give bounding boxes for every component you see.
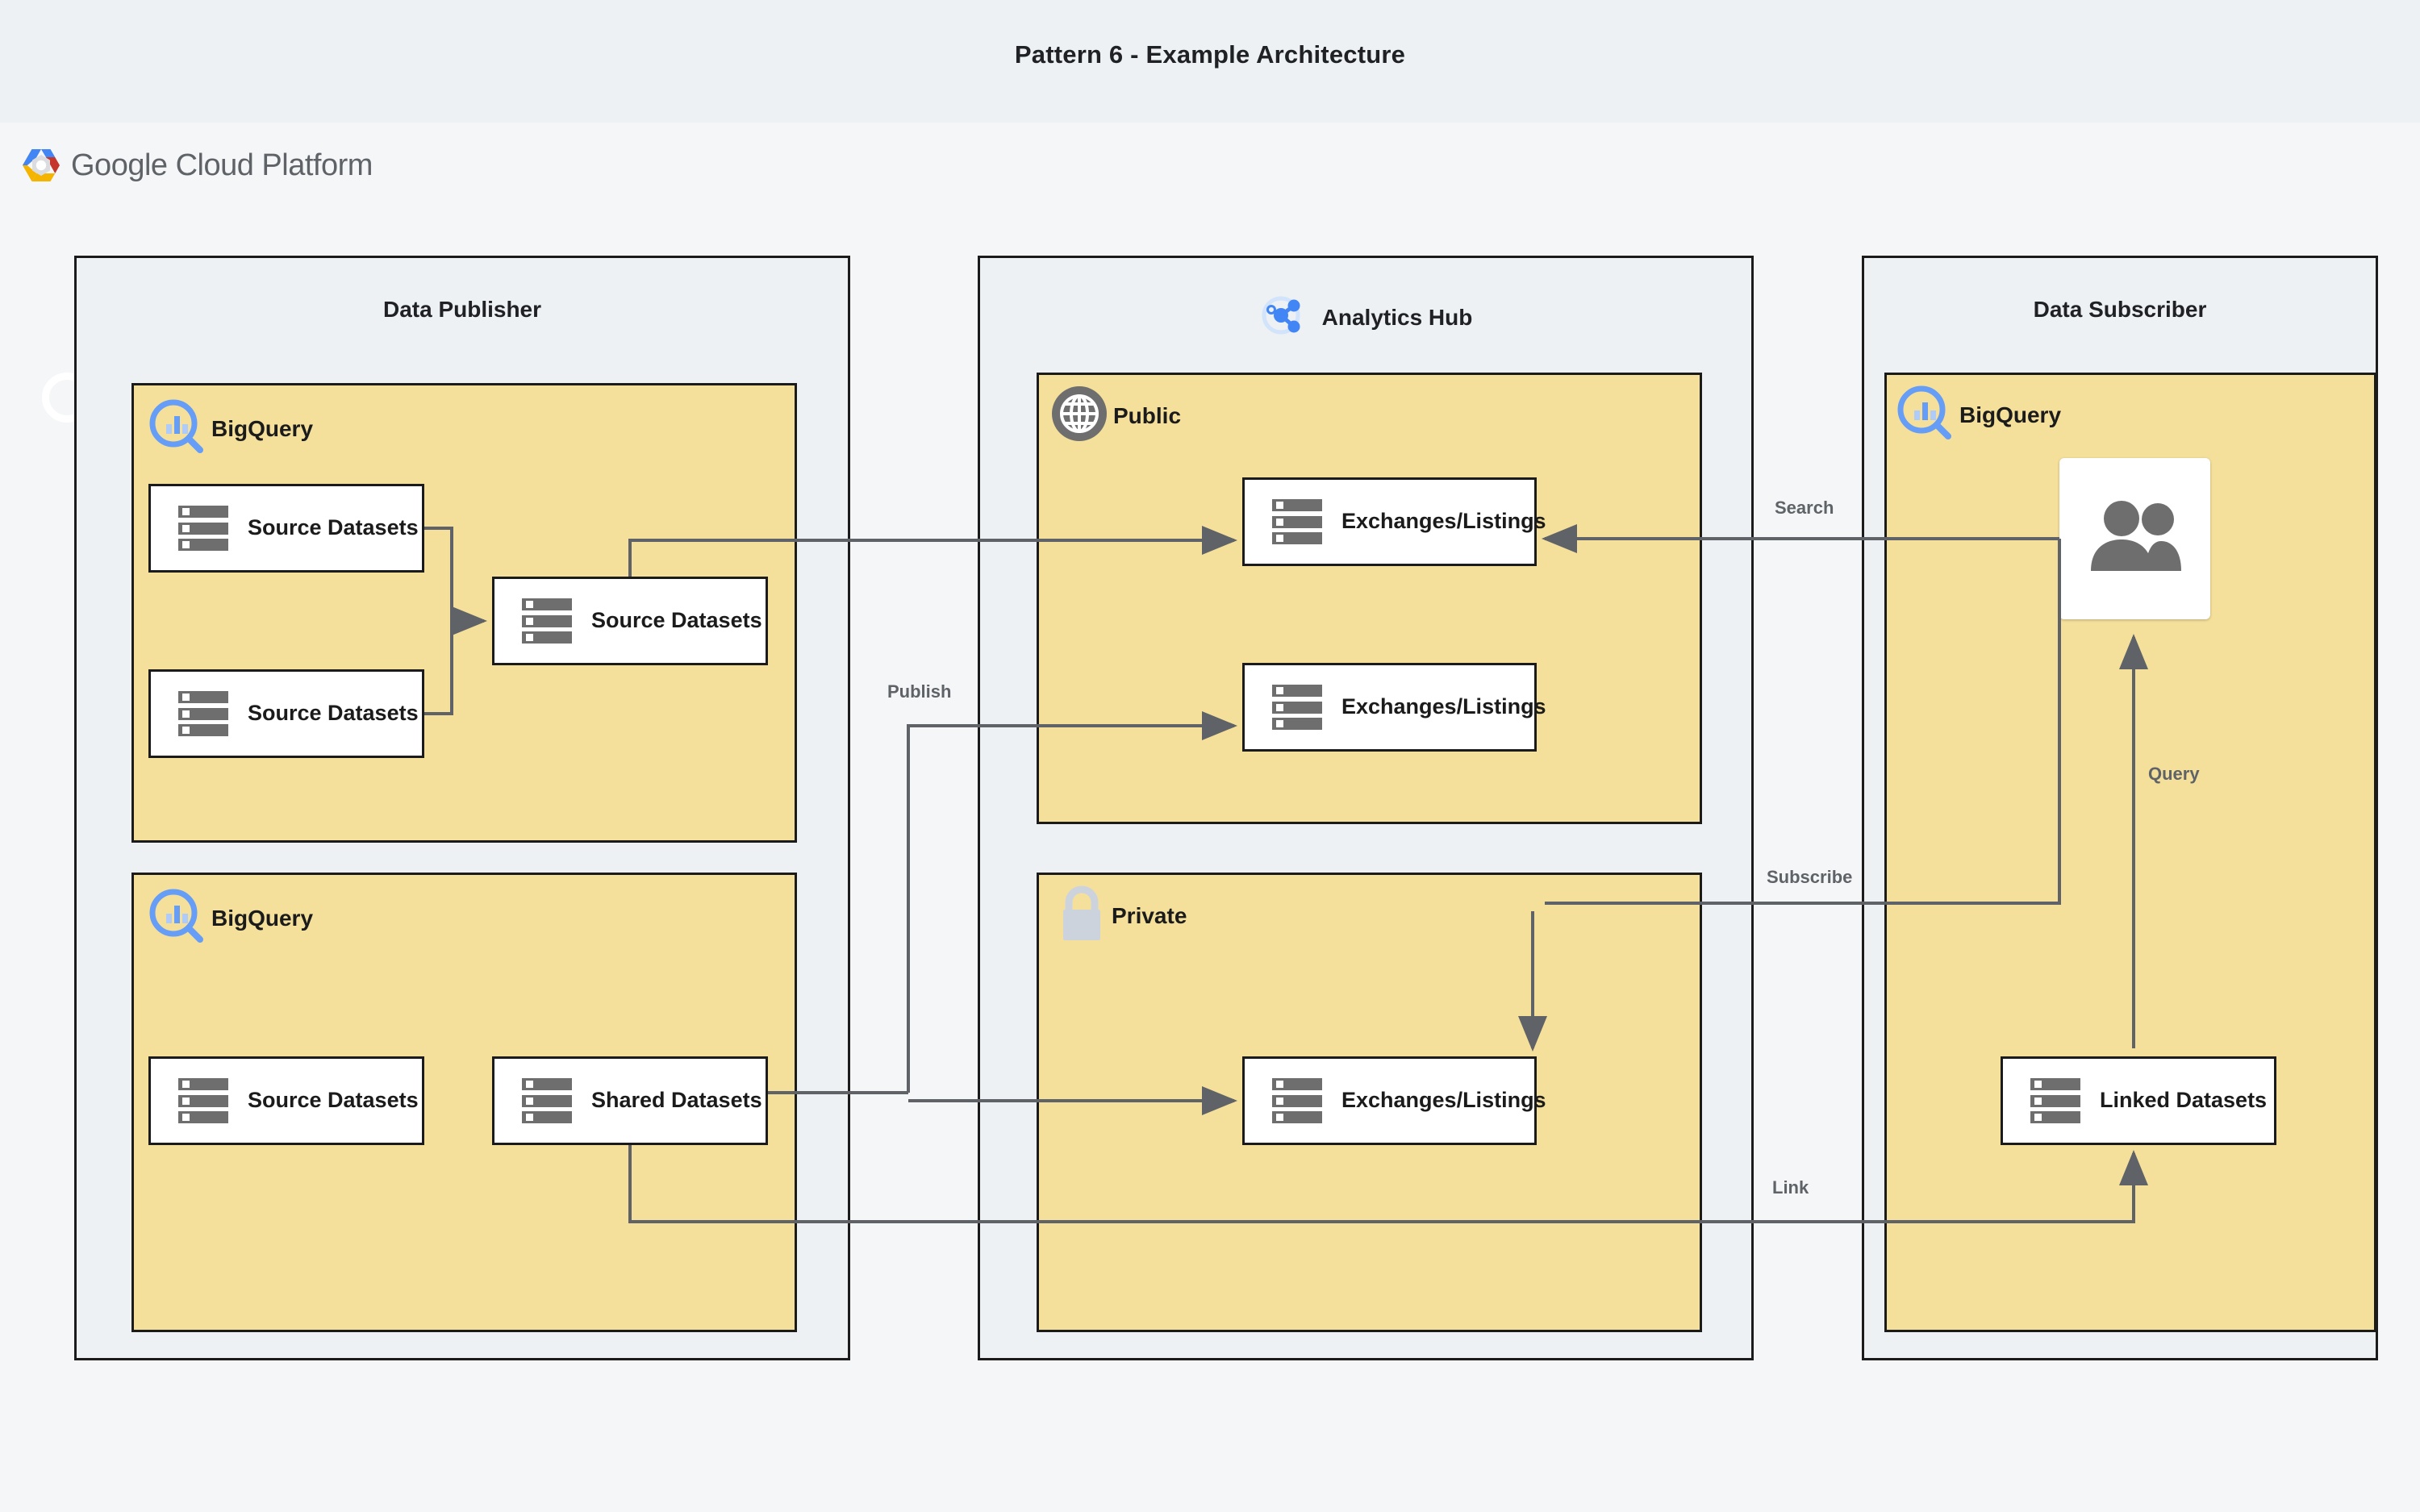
node-subscriber-users[interactable] [2059, 458, 2210, 619]
page-title: Pattern 6 - Example Architecture [1014, 40, 1406, 69]
node-exchanges-listings-private-1[interactable]: Exchanges/Listings [1242, 1056, 1546, 1145]
edge-label-search: Search [1775, 498, 1834, 518]
node-source-datasets-3[interactable]: Source Datasets [148, 1056, 424, 1145]
node-label: Source Datasets [591, 608, 762, 633]
node-label: Source Datasets [248, 515, 419, 540]
node-linked-datasets[interactable]: Linked Datasets [2001, 1056, 2276, 1145]
node-shared-datasets[interactable]: Shared Datasets [492, 1056, 768, 1145]
globe-icon [1050, 385, 1108, 447]
node-source-datasets-1[interactable]: Source Datasets [148, 484, 424, 573]
group-header: Private [1057, 885, 1187, 947]
gcp-hexagon-logo-icon [23, 147, 60, 184]
group-header: BigQuery [1895, 383, 2061, 447]
node-label: Shared Datasets [591, 1088, 762, 1113]
edge-label-subscribe: Subscribe [1767, 867, 1853, 887]
node-source-datasets-2[interactable]: Source Datasets [148, 669, 424, 758]
node-label: Source Datasets [248, 701, 419, 726]
datasets-icon [178, 506, 228, 551]
group-header: BigQuery [147, 397, 313, 460]
datasets-icon [522, 598, 572, 644]
node-label: Exchanges/Listings [1341, 694, 1546, 719]
node-label: Linked Datasets [2100, 1088, 2268, 1113]
node-label: Exchanges/Listings [1341, 509, 1546, 534]
lane-title-analytics-hub: Analytics Hub [980, 290, 1751, 344]
users-icon [2083, 497, 2188, 581]
datasets-icon [178, 1078, 228, 1123]
node-source-datasets-mid[interactable]: Source Datasets [492, 577, 768, 665]
datasets-icon [178, 691, 228, 736]
edge-label-link: Link [1772, 1177, 1809, 1198]
datasets-icon [1272, 685, 1322, 730]
datasets-icon [522, 1078, 572, 1123]
bigquery-icon [147, 886, 207, 950]
group-hub-public: Public [1037, 373, 1702, 824]
node-label: Exchanges/Listings [1341, 1088, 1546, 1113]
node-exchanges-listings-public-2[interactable]: Exchanges/Listings [1242, 663, 1546, 752]
group-label: BigQuery [211, 415, 314, 441]
node-exchanges-listings-public-1[interactable]: Exchanges/Listings [1242, 477, 1546, 566]
group-header: BigQuery [147, 886, 313, 950]
gcp-brand: Google Cloud Platform [23, 147, 373, 184]
analytics-hub-share-icon [1259, 290, 1309, 344]
lane-title-data-publisher: Data Publisher [382, 297, 542, 322]
group-label: BigQuery [211, 905, 314, 931]
lane-title-data-subscriber: Data Subscriber [2033, 297, 2207, 322]
gcp-brand-text: Google Cloud Platform [71, 148, 373, 182]
datasets-icon [2030, 1078, 2080, 1123]
group-label: Public [1113, 402, 1182, 428]
group-label: Private [1112, 902, 1187, 928]
lane-label: Analytics Hub [1321, 304, 1473, 330]
datasets-icon [1272, 1078, 1322, 1123]
datasets-icon [1272, 499, 1322, 544]
bigquery-icon [147, 397, 207, 460]
group-label: BigQuery [1959, 402, 2062, 427]
group-header: Public [1050, 385, 1181, 447]
title-bar [0, 0, 2420, 123]
edge-label-query: Query [2148, 764, 2200, 784]
node-label: Source Datasets [248, 1088, 419, 1113]
lock-icon [1057, 885, 1107, 947]
bigquery-icon [1895, 383, 1955, 447]
edge-label-publish: Publish [887, 681, 952, 702]
